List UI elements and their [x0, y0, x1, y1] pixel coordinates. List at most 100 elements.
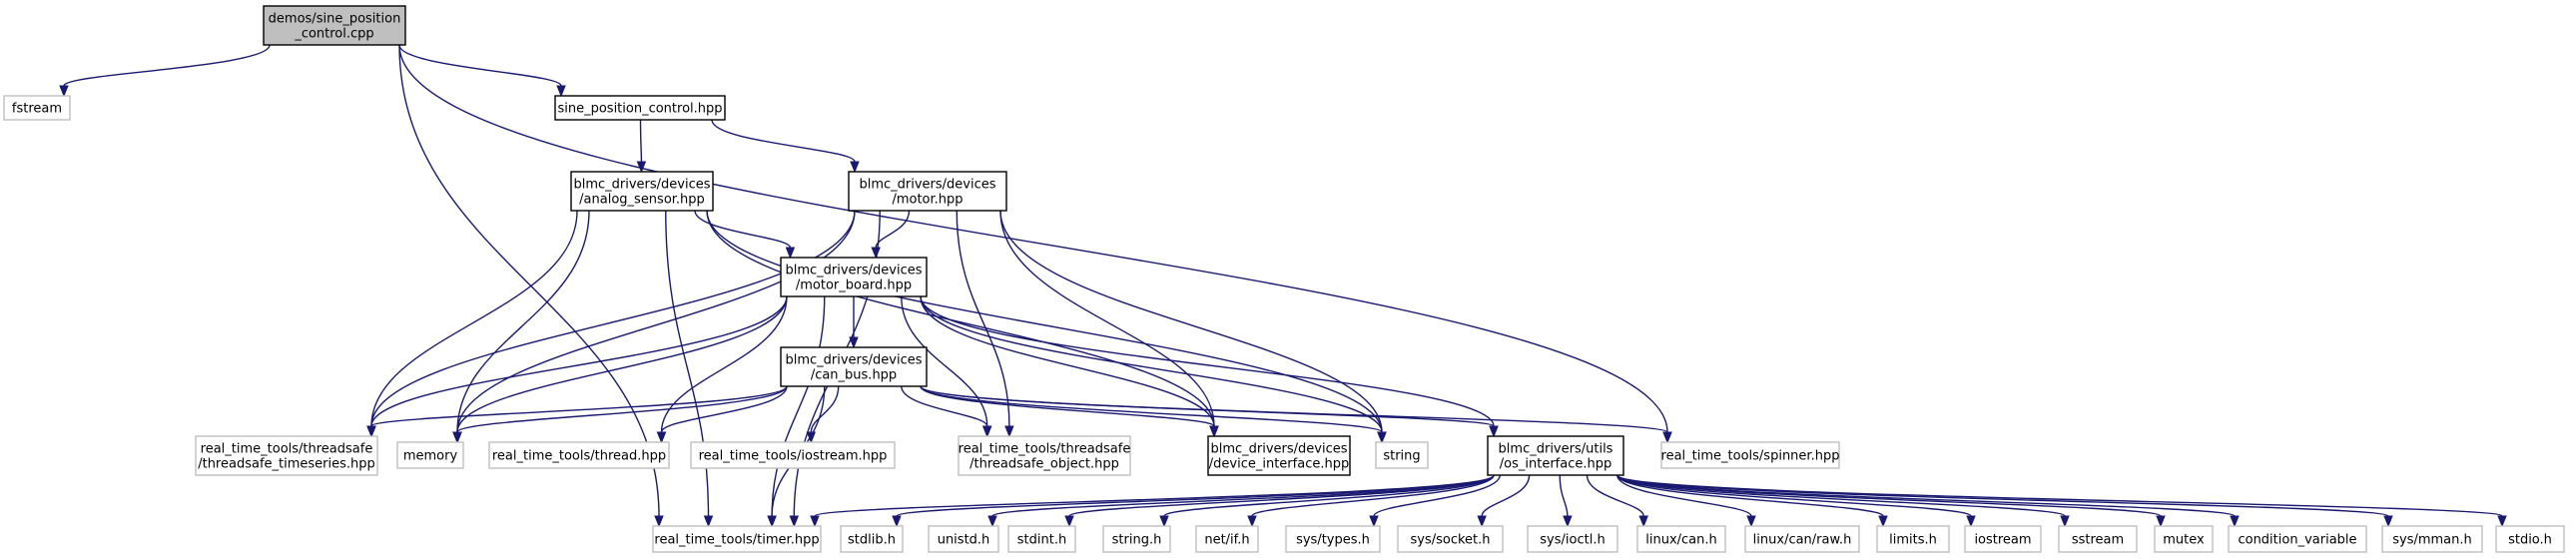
node-can-bus[interactable]: blmc_drivers/devices/can_bus.hpp: [780, 346, 928, 387]
node-stdlib[interactable]: stdlib.h: [840, 525, 904, 553]
node-box: [2058, 525, 2138, 553]
node-spinner[interactable]: real_time_tools/spinner.hpp: [1660, 441, 1840, 469]
node-analog[interactable]: blmc_drivers/devices/analog_sensor.hpp: [570, 171, 714, 212]
node-linux-can-raw[interactable]: linux/can/raw.h: [1744, 525, 1860, 553]
edge-line: [456, 385, 788, 433]
node-label: sys/ioctl.h: [1540, 533, 1605, 548]
edge-arrowhead: [767, 515, 777, 528]
node-fstream[interactable]: fstream: [3, 95, 71, 121]
edge-line: [920, 385, 1383, 433]
node-label: /threadsafe_object.hpp: [969, 457, 1119, 472]
edge-arrowhead: [366, 425, 376, 438]
edge-arrowhead: [987, 515, 997, 528]
edge-arrowhead: [2156, 515, 2166, 528]
node-label: stdint.h: [1017, 533, 1066, 548]
node-string[interactable]: string: [1375, 441, 1429, 469]
node-label: string: [1383, 449, 1420, 464]
node-box: [1207, 435, 1351, 476]
node-label: condition_variable: [2238, 533, 2356, 548]
node-motor-board[interactable]: blmc_drivers/devices/motor_board.hpp: [780, 257, 928, 297]
node-root[interactable]: demos/sine_position_control.cpp: [263, 5, 406, 46]
edge-line: [456, 295, 788, 433]
edge-arrowhead: [892, 515, 902, 528]
node-label: net/if.h: [1204, 533, 1249, 548]
edge-line: [639, 119, 643, 163]
node-limits[interactable]: limits.h: [1876, 525, 1950, 553]
edge-can-bus-to-device-if: [920, 385, 1219, 438]
node-iostream[interactable]: iostream: [1964, 525, 2042, 553]
node-box: [1660, 441, 1840, 469]
node-label: blmc_drivers/devices: [573, 178, 710, 193]
edge-os-if-to-cond-var: [1616, 474, 2240, 528]
node-label: /can_bus.hpp: [811, 368, 897, 383]
node-iostream-rt[interactable]: real_time_tools/iostream.hpp: [690, 441, 896, 469]
edge-arrowhead: [654, 515, 664, 528]
edge-arrowhead: [1489, 425, 1499, 438]
edge-arrowhead: [556, 85, 566, 98]
edge-arrowhead: [703, 515, 714, 528]
node-box: [554, 95, 726, 121]
node-sstream[interactable]: sstream: [2058, 525, 2138, 553]
node-sys-socket[interactable]: sys/socket.h: [1397, 525, 1504, 553]
edge-sine-hpp-to-motor: [711, 119, 860, 174]
edge-arrowhead: [850, 161, 860, 174]
node-timer[interactable]: real_time_tools/timer.hpp: [652, 525, 822, 553]
node-mutex[interactable]: mutex: [2154, 525, 2214, 553]
edge-line: [398, 44, 1668, 433]
node-label: blmc_drivers/devices: [785, 264, 922, 279]
node-label: blmc_drivers/utils: [1499, 442, 1613, 457]
node-stdint[interactable]: stdint.h: [1007, 525, 1076, 553]
node-linux-can[interactable]: linux/can.h: [1636, 525, 1726, 553]
node-sys-ioctl[interactable]: sys/ioctl.h: [1527, 525, 1618, 553]
edge-line: [920, 295, 1495, 427]
edge-line: [771, 295, 826, 517]
node-net-if[interactable]: net/if.h: [1195, 525, 1259, 553]
edge-line: [706, 210, 1383, 433]
node-box: [780, 257, 928, 297]
edge-arrowhead: [1159, 515, 1169, 528]
node-stdio[interactable]: stdio.h: [2495, 525, 2565, 553]
edge-os-if-to-stdio: [1616, 474, 2507, 528]
node-string-h[interactable]: string.h: [1102, 525, 1171, 553]
edge-line: [711, 119, 856, 163]
edge-line: [1068, 474, 1495, 517]
node-sine-hpp[interactable]: sine_position_control.hpp: [554, 95, 726, 121]
edge-os-if-to-iostream: [1616, 474, 1976, 528]
edge-root-to-fstream: [59, 44, 271, 98]
node-device-if[interactable]: blmc_drivers/devices/device_interface.hp…: [1207, 435, 1351, 476]
edge-line: [810, 385, 840, 433]
node-label: linux/can/raw.h: [1753, 533, 1852, 548]
node-os-if[interactable]: blmc_drivers/utils/os_interface.hpp: [1487, 435, 1624, 476]
node-box: [3, 95, 71, 121]
edge-line: [370, 385, 788, 427]
node-memory[interactable]: memory: [396, 441, 464, 469]
node-ts-timeseries[interactable]: real_time_tools/threadsafe/threadsafe_ti…: [195, 435, 378, 476]
node-box: [780, 346, 928, 387]
node-ts-object[interactable]: real_time_tools/threadsafe/threadsafe_ob…: [958, 435, 1131, 476]
node-label: /motor_board.hpp: [796, 279, 912, 293]
edge-motor-to-ts-timeseries: [366, 210, 856, 438]
edge-sine-hpp-to-analog: [636, 119, 647, 174]
edge-line: [814, 474, 1495, 517]
edge-arrowhead: [2497, 515, 2507, 528]
node-label: unistd.h: [938, 533, 990, 548]
node-motor[interactable]: blmc_drivers/devices/motor.hpp: [848, 171, 1007, 212]
edge-os-if-to-unistd: [987, 474, 1495, 528]
node-label: _control.cpp: [294, 27, 373, 42]
edge-root-to-sine-hpp: [398, 44, 566, 98]
node-label: /motor.hpp: [892, 193, 963, 208]
edge-line: [875, 210, 911, 249]
node-box: [1876, 525, 1950, 553]
node-thread[interactable]: real_time_tools/thread.hpp: [488, 441, 670, 469]
node-sys-types[interactable]: sys/types.h: [1285, 525, 1381, 553]
edge-line: [370, 210, 856, 427]
edge-line: [1481, 474, 1531, 517]
node-label: /threadsafe_timeseries.hpp: [198, 457, 375, 472]
node-unistd[interactable]: unistd.h: [928, 525, 999, 553]
edge-arrowhead: [789, 515, 800, 528]
node-box: [396, 441, 464, 469]
edge-line: [901, 385, 988, 427]
edge-line: [1616, 474, 1972, 517]
node-cond-var[interactable]: condition_variable: [2228, 525, 2367, 553]
node-sys-mman[interactable]: sys/mman.h: [2381, 525, 2483, 553]
